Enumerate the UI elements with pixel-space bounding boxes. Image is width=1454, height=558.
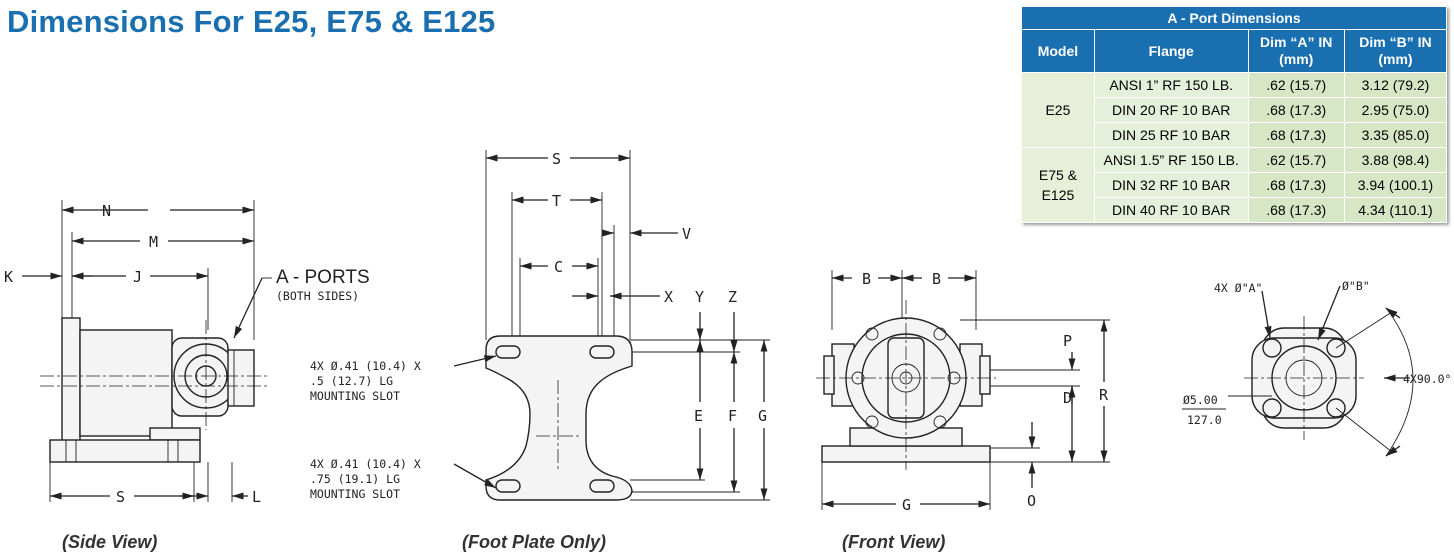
table-dim-b-cell: 4.34 (110.1) <box>1343 197 1448 223</box>
dim-label-j: J <box>133 268 142 286</box>
dim-label-y: Y <box>695 288 704 306</box>
ports-note-line2: (BOTH SIDES) <box>276 289 359 303</box>
dim-label-t: T <box>552 192 561 210</box>
page-title: Dimensions For E25, E75 & E125 <box>7 4 496 39</box>
table-header-dim-b: Dim “B” IN (mm) <box>1343 29 1448 73</box>
slot-note-1-line3: MOUNTING SLOT <box>310 389 400 403</box>
caption-front-view: (Front View) <box>842 532 946 552</box>
table-dim-a-cell: .68 (17.3) <box>1247 122 1345 148</box>
dim-label-z: Z <box>728 288 737 306</box>
table-dim-a-cell: .68 (17.3) <box>1247 97 1345 123</box>
slot-note-2-line1: 4X Ø.41 (10.4) X <box>310 457 421 471</box>
dim-label-d: D <box>1063 389 1072 407</box>
table-flange-cell: DIN 32 RF 10 BAR <box>1093 172 1249 198</box>
dim-label-e: E <box>694 407 703 425</box>
dim-label-k: K <box>4 268 13 286</box>
front-view: B B G P R D O <box>816 270 1110 514</box>
flange-detail: 4X Ø"A" Ø"B" 4X90.0° Ø5.00 127.0 <box>1182 279 1451 457</box>
slot-note-2-line2: .75 (19.1) LG <box>310 472 400 486</box>
table-dim-b-cell: 3.94 (100.1) <box>1343 172 1448 198</box>
flange-diameter-mm: 127.0 <box>1187 413 1222 427</box>
dim-label-n: N <box>102 202 111 220</box>
dim-label-r: R <box>1099 386 1109 404</box>
table-model-cell: E25 <box>1021 72 1095 148</box>
table-header-flange: Flange <box>1093 29 1249 73</box>
dim-label-o: O <box>1027 492 1036 510</box>
dim-label-p: P <box>1063 332 1072 350</box>
table-title: A - Port Dimensions <box>1021 6 1447 30</box>
flange-diameter-in: Ø5.00 <box>1183 393 1218 407</box>
table-dim-b-cell: 3.12 (79.2) <box>1343 72 1448 98</box>
slot-note-1-line2: .5 (12.7) LG <box>310 374 393 388</box>
table-dim-b-cell: 2.95 (75.0) <box>1343 97 1448 123</box>
table-model-cell: E75 & E125 <box>1021 147 1095 223</box>
table-dim-b-cell: 3.35 (85.0) <box>1343 122 1448 148</box>
table-flange-cell: ANSI 1” RF 150 LB. <box>1093 72 1249 98</box>
flange-dim-b-label: Ø"B" <box>1342 279 1370 293</box>
flange-dim-a-label: 4X Ø"A" <box>1214 281 1262 295</box>
dim-label-g-foot: G <box>758 407 767 425</box>
slot-note-2-line3: MOUNTING SLOT <box>310 487 400 501</box>
flange-angle-label: 4X90.0° <box>1403 372 1451 386</box>
table-flange-cell: DIN 25 RF 10 BAR <box>1093 122 1249 148</box>
port-dimensions-table: A - Port Dimensions Model Flange Dim “A”… <box>1021 6 1448 223</box>
caption-side-view: (Side View) <box>62 532 158 552</box>
dim-label-b-right: B <box>932 270 941 288</box>
ports-note-line1: A - PORTS <box>276 267 370 288</box>
side-view: N M K J S L A - PORTS (BOTH SIDES) <box>4 200 370 506</box>
dim-label-v: V <box>682 225 691 243</box>
dim-label-f: F <box>728 407 737 425</box>
slot-note-1-line1: 4X Ø.41 (10.4) X <box>310 359 421 373</box>
dim-label-x: X <box>664 288 673 306</box>
table-flange-cell: ANSI 1.5” RF 150 LB. <box>1093 147 1249 173</box>
table-dim-a-cell: .62 (15.7) <box>1247 72 1345 98</box>
dim-label-g-front: G <box>902 496 911 514</box>
dim-label-b-left: B <box>862 270 871 288</box>
table-dim-a-cell: .68 (17.3) <box>1247 197 1345 223</box>
table-dim-a-cell: .62 (15.7) <box>1247 147 1345 173</box>
table-flange-cell: DIN 20 RF 10 BAR <box>1093 97 1249 123</box>
caption-foot-plate: (Foot Plate Only) <box>462 532 606 552</box>
dim-label-s-foot: S <box>552 150 561 168</box>
dim-label-c: C <box>554 258 563 276</box>
table-header-model: Model <box>1021 29 1095 73</box>
table-dim-a-cell: .68 (17.3) <box>1247 172 1345 198</box>
table-header-dim-a: Dim “A” IN (mm) <box>1247 29 1345 73</box>
table-dim-b-cell: 3.88 (98.4) <box>1343 147 1448 173</box>
foot-plate-view: S T V C X Y Z E F G 4X Ø.41 (10.4) X .5 … <box>310 150 770 501</box>
table-flange-cell: DIN 40 RF 10 BAR <box>1093 197 1249 223</box>
dim-label-s-side: S <box>116 488 125 506</box>
dim-label-l: L <box>252 488 261 506</box>
dim-label-m: M <box>149 233 158 251</box>
